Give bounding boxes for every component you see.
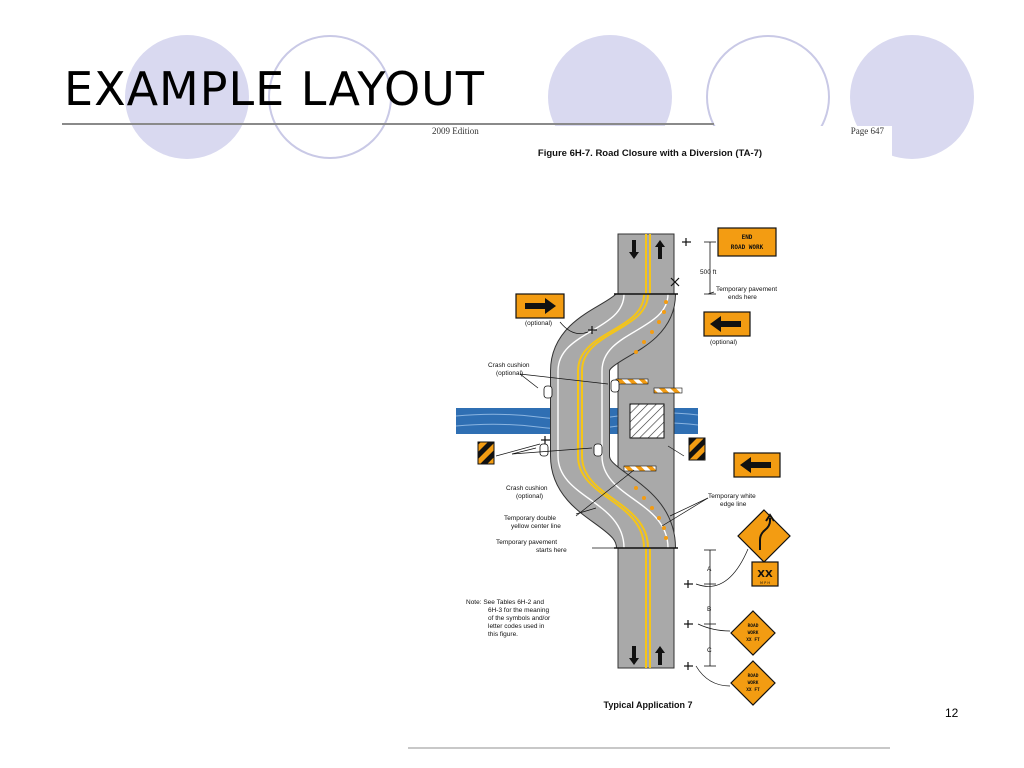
dimension-a: A	[707, 566, 712, 573]
label-temp-double-yellow-1: Temporary double	[504, 515, 556, 522]
sign-posts	[541, 238, 693, 670]
note-line2: 6H-3 for the meaning	[488, 607, 549, 614]
slide-title: EXAMPLE LAYOUT	[64, 62, 485, 116]
note-line5: this figure.	[488, 631, 518, 638]
label-temp-pavement-starts-2: starts here	[536, 547, 567, 554]
road-work-sign-upper: ROAD WORK XX FT	[730, 610, 776, 656]
dimension-c: C	[707, 647, 712, 654]
type-3-barricades	[615, 378, 683, 472]
dimension-lines	[704, 241, 716, 667]
label-crash-cushion-bottom-2: (optional)	[516, 493, 543, 500]
road-work-line3: XX FT	[746, 687, 760, 693]
arrow-sign-right	[515, 293, 565, 319]
label-crash-cushion-top-2: (optional)	[496, 370, 523, 377]
document-edition: 2009 Edition	[432, 126, 479, 136]
end-sign-line1: END	[742, 234, 753, 241]
title-underline	[62, 123, 714, 125]
crash-cushions	[539, 379, 620, 457]
label-temp-pavement-ends-1: Temporary pavement	[716, 286, 777, 293]
label-crash-cushion-top-1: Crash cushion	[488, 362, 530, 369]
road-work-line1: ROAD	[748, 623, 759, 629]
footer-rule	[408, 747, 890, 749]
dimension-b: B	[707, 606, 711, 613]
figure-note: Note: See Tables 6H-2 and 6H-3 for the m…	[466, 599, 551, 638]
arrow-sign-left-top	[703, 311, 751, 337]
label-500ft: 500 ft	[700, 269, 716, 276]
note-line4: letter codes used in	[488, 623, 545, 630]
arrow-sign-left-bottom	[733, 452, 781, 478]
slide-page-number: 12	[945, 706, 959, 720]
end-road-work-sign: END ROAD WORK	[717, 227, 777, 257]
decor-circle-1	[125, 35, 249, 159]
road-work-line2: WORK	[748, 630, 759, 636]
channelizing-devices	[634, 300, 668, 540]
speed-value: XX	[757, 569, 773, 580]
left-arrow-icon	[710, 316, 741, 332]
label-temp-white-edge-1: Temporary white	[708, 493, 756, 500]
document-page: 2009 Edition Page 647 Figure 6H-7. Road …	[408, 126, 892, 720]
note-line1: Note: See Tables 6H-2 and	[466, 599, 544, 606]
road-closure-diagram: END ROAD WORK XX M P H	[455, 227, 791, 710]
object-marker-right	[688, 437, 706, 461]
speed-unit: M P H	[760, 581, 770, 585]
road-work-line1: ROAD	[748, 673, 759, 679]
road-work-line2: WORK	[748, 680, 759, 686]
direction-arrows	[629, 240, 665, 665]
closed-bridge	[629, 403, 665, 439]
label-temp-white-edge-2: edge line	[720, 501, 747, 508]
object-marker-left	[477, 441, 495, 465]
label-temp-pavement-starts-1: Temporary pavement	[496, 539, 557, 546]
label-optional-left: (optional)	[525, 320, 552, 327]
road-work-sign-lower: ROAD WORK XX FT	[730, 660, 776, 706]
left-arrow-icon	[740, 457, 771, 473]
label-crash-cushion-bottom-1: Crash cushion	[506, 485, 548, 492]
document-page-number: Page 647	[850, 126, 884, 136]
label-optional-right: (optional)	[710, 339, 737, 346]
reverse-curve-icon	[759, 513, 775, 550]
leader-lines	[495, 291, 749, 687]
diversion-road	[550, 289, 676, 552]
figure-title: Figure 6H-7. Road Closure with a Diversi…	[537, 148, 763, 159]
note-line3: of the symbols and/or	[488, 615, 551, 622]
right-arrow-icon	[525, 298, 556, 314]
decor-circle-2	[268, 35, 392, 159]
label-temp-pavement-ends-2: ends here	[728, 294, 757, 301]
speed-plaque: XX M P H	[751, 561, 779, 587]
figure-caption: Typical Application 7	[603, 700, 692, 710]
end-sign-line2: ROAD WORK	[731, 244, 764, 251]
road-work-line3: XX FT	[746, 637, 760, 643]
label-temp-double-yellow-2: yellow center line	[511, 523, 561, 530]
